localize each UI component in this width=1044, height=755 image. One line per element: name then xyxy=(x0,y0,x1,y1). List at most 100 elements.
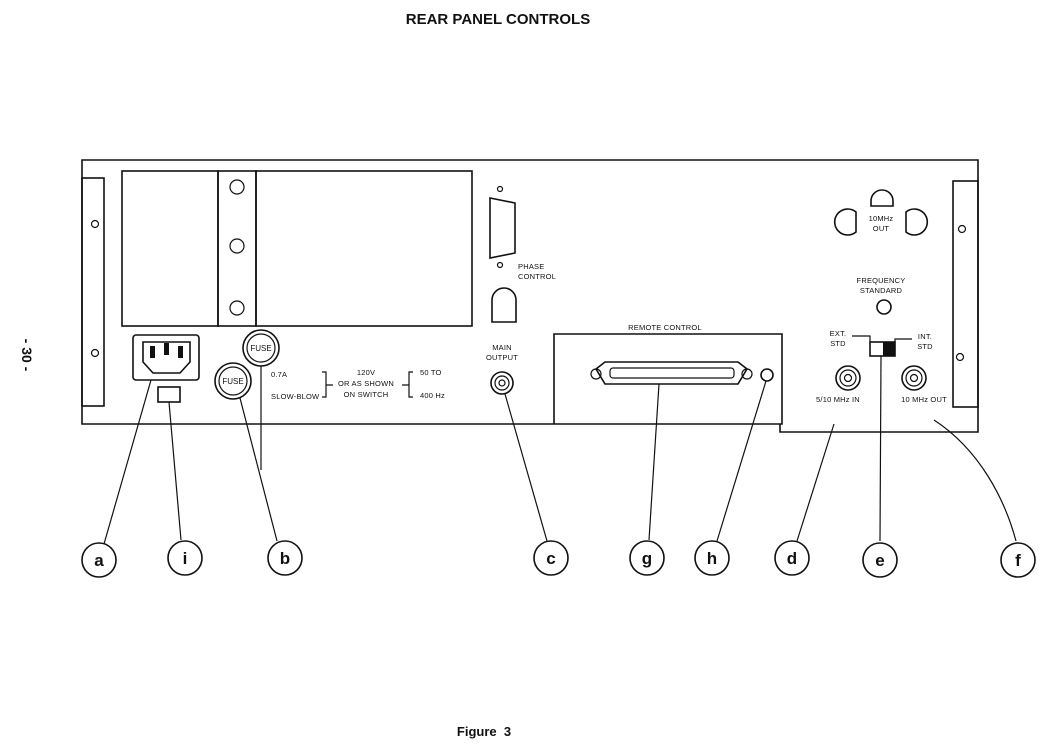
inlet-pin-left xyxy=(150,346,155,358)
left-handle-screw-top xyxy=(90,219,100,229)
int-std-label: INT. xyxy=(918,332,932,341)
main-output-label: MAIN xyxy=(492,343,512,352)
callout-e-text: e xyxy=(875,551,884,570)
input-5-10-mhz-label: 5/10 MHz IN xyxy=(816,395,860,404)
freq-range-2: 400 Hz xyxy=(420,391,445,400)
ext-std-label-2: STD xyxy=(830,339,846,348)
callout-f-text: f xyxy=(1015,551,1021,570)
callout-d-text: d xyxy=(787,549,797,568)
main-output-label-2: OUTPUT xyxy=(486,353,518,362)
voltage-line-2: OR AS SHOWN xyxy=(338,379,394,388)
callout-h-text: h xyxy=(707,549,717,568)
leader-c xyxy=(504,393,548,542)
callout-h: h xyxy=(694,540,730,576)
freq-range-1: 50 TO xyxy=(420,368,442,377)
fuse-bottom-label: FUSE xyxy=(222,377,243,386)
int-std-label-2: STD xyxy=(917,342,933,351)
output-10-mhz-bnc-pin xyxy=(909,373,919,383)
ext-std-leader xyxy=(852,335,871,342)
left-handle-screw-bottom xyxy=(90,348,100,358)
ten-mhz-out-left-connector xyxy=(833,208,857,236)
callout-g: g xyxy=(629,540,665,576)
phase-control-screw-bottom xyxy=(496,261,504,269)
input-5-10-mhz-bnc-ring xyxy=(839,369,857,387)
ext-std-label: EXT. xyxy=(830,329,847,338)
right-handle-screw-top xyxy=(957,224,967,234)
leader-g xyxy=(648,383,660,541)
voltage-line-3: ON SWITCH xyxy=(344,390,389,399)
bracket-left xyxy=(322,371,333,398)
ten-mhz-out-top-connector xyxy=(870,189,894,207)
left-handle-bracket xyxy=(81,177,105,407)
callout-g-text: g xyxy=(642,549,652,568)
input-5-10-mhz-bnc-pin xyxy=(843,373,853,383)
frequency-standard-label: FREQUENCY xyxy=(857,276,906,285)
plate-screw-2 xyxy=(229,238,245,254)
fuse-holder-bottom-inner xyxy=(218,366,248,396)
phase-control-screw-top xyxy=(496,185,504,193)
phase-control-label-2: CONTROL xyxy=(518,272,556,281)
fuse-top-label: FUSE xyxy=(250,344,271,353)
ten-mhz-out-right-connector xyxy=(905,208,929,236)
main-output-bnc-pin xyxy=(498,379,506,387)
int-std-leader xyxy=(894,338,912,343)
right-handle-screw-bottom xyxy=(955,352,965,362)
cover-plate-left xyxy=(121,170,219,327)
main-output-bnc xyxy=(490,371,514,395)
bracket-right xyxy=(402,371,413,398)
leader-f xyxy=(933,419,1017,542)
callout-d: d xyxy=(774,540,810,576)
inlet-pin-center xyxy=(164,343,169,355)
leader-i xyxy=(168,401,182,541)
callout-c-text: c xyxy=(546,549,555,568)
phase-control-connector xyxy=(489,197,516,259)
callout-i-text: i xyxy=(183,549,188,568)
right-handle-bracket xyxy=(952,180,979,408)
page-number: - 30 - xyxy=(19,339,35,372)
round-cutout xyxy=(491,287,517,323)
inlet-pin-right xyxy=(178,346,183,358)
ac-power-inlet xyxy=(132,334,200,381)
output-10-mhz-bnc xyxy=(901,365,927,391)
leader-h xyxy=(716,380,767,542)
ac-power-inlet-socket xyxy=(142,341,191,374)
leader-d xyxy=(796,423,835,542)
frequency-standard-adjust xyxy=(876,299,892,315)
callout-c: c xyxy=(533,540,569,576)
fuse-type: SLOW-BLOW xyxy=(271,392,320,401)
figure-caption: Figure 3 xyxy=(457,724,511,739)
ten-mhz-out-top-label-2: OUT xyxy=(873,224,890,233)
leader-e xyxy=(879,355,882,542)
voltage-selector-switch xyxy=(157,386,181,403)
callout-b-text: b xyxy=(280,549,290,568)
callout-b: b xyxy=(267,540,303,576)
callout-i: i xyxy=(167,540,203,576)
page-title: REAR PANEL CONTROLS xyxy=(406,11,590,28)
leader-a xyxy=(103,379,152,545)
callout-a-text: a xyxy=(94,551,104,570)
remote-control-connector xyxy=(594,361,749,385)
fuse-holder-bottom xyxy=(214,362,252,400)
callout-f: f xyxy=(1000,542,1036,578)
input-5-10-mhz-bnc xyxy=(835,365,861,391)
remote-control-label: REMOTE CONTROL xyxy=(628,323,702,332)
fuse-holder-top-inner xyxy=(246,333,276,363)
output-10-mhz-label: 10 MHz OUT xyxy=(901,395,947,404)
remote-screw-left xyxy=(590,368,602,380)
callout-a: a xyxy=(81,542,117,578)
phase-control-label: PHASE xyxy=(518,262,544,271)
remote-indicator xyxy=(760,368,774,382)
remote-control-connector-inner xyxy=(609,367,735,379)
remote-screw-right xyxy=(741,368,753,380)
voltage-line-1: 120V xyxy=(357,368,375,377)
cover-plate-right xyxy=(255,170,473,327)
fuse-rating: 0.7A xyxy=(271,370,287,379)
panel-outline xyxy=(81,159,979,433)
plate-screw-3 xyxy=(229,300,245,316)
main-output-bnc-ring xyxy=(494,375,510,391)
frequency-standard-label-2: STANDARD xyxy=(860,286,903,295)
std-select-switch-lever xyxy=(883,342,895,356)
ten-mhz-out-top-label: 10MHz xyxy=(869,214,894,223)
output-10-mhz-bnc-ring xyxy=(905,369,923,387)
